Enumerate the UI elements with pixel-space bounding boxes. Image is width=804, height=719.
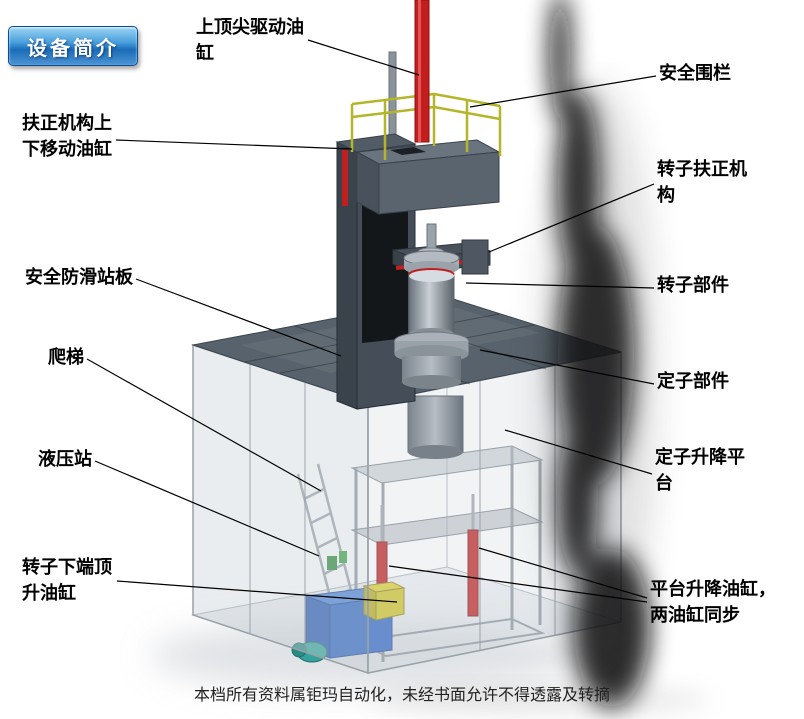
label-rotor-part: 转子部件: [657, 275, 729, 295]
label-stator-lift-platform: 定子升降平 台: [655, 447, 745, 493]
title-badge-label: 设备简介: [27, 37, 119, 60]
leader-lines: [86, 39, 657, 603]
leader-centering-move-cylinder: [115, 139, 353, 150]
leader-top-drive-cylinder: [307, 39, 420, 76]
footer-text: 本档所有资料属钜玛自动化，未经书面允许不得透露及转摘: [193, 687, 610, 704]
leader-rotor-bottom-jack: [116, 580, 398, 603]
label-safety-fence: 安全围栏: [659, 63, 731, 83]
label-stator-part: 定子部件: [657, 371, 729, 391]
stator-column: [407, 395, 464, 459]
leader-platform-lift-2: [388, 565, 648, 603]
top-drive-cylinder-3d: [414, 0, 430, 143]
label-rotor-centering-mechanism: 转子扶正机 构: [657, 159, 747, 205]
label-ladder: 爬梯: [48, 347, 84, 367]
label-centering-move-cylinder: 扶正机构上 下移动油缸: [22, 113, 112, 159]
label-rotor-bottom-jack-cylinder: 转子下端顶 升油缸: [22, 557, 112, 603]
label-platform-lift-cylinders: 平台升降油缸， 两油缸同步: [650, 579, 776, 625]
leader-ladder: [86, 358, 322, 492]
safety-fence-3d: [350, 92, 502, 160]
shadow-smear-halo: [538, 80, 658, 680]
guide-rod: [388, 51, 397, 137]
leader-hydraulic-station: [94, 460, 320, 557]
small-red-cylinder: [342, 150, 348, 206]
lift-cylinder-right: [467, 529, 479, 617]
title-badge: 设备简介: [8, 26, 138, 66]
label-hydraulic-station: 液压站: [38, 449, 92, 469]
leader-stator-lift-platform: [504, 429, 653, 475]
leader-platform-lift-1: [478, 547, 648, 599]
leader-rotor-part: [465, 282, 655, 289]
valve-parts: [327, 551, 347, 570]
leader-anti-slip-platform: [135, 278, 342, 357]
bottom-smudge: [370, 688, 710, 712]
head-box: [355, 139, 501, 215]
leader-safety-fence: [469, 75, 657, 108]
hydraulic-station-3d: [291, 581, 406, 663]
label-anti-slip-platform: 安全防滑站板: [25, 267, 133, 287]
rotor-assembly: [394, 223, 469, 389]
leader-stator-part: [479, 349, 655, 385]
leader-rotor-centering: [488, 183, 655, 253]
label-top-drive-cylinder: 上顶尖驱动油 缸: [196, 17, 304, 63]
